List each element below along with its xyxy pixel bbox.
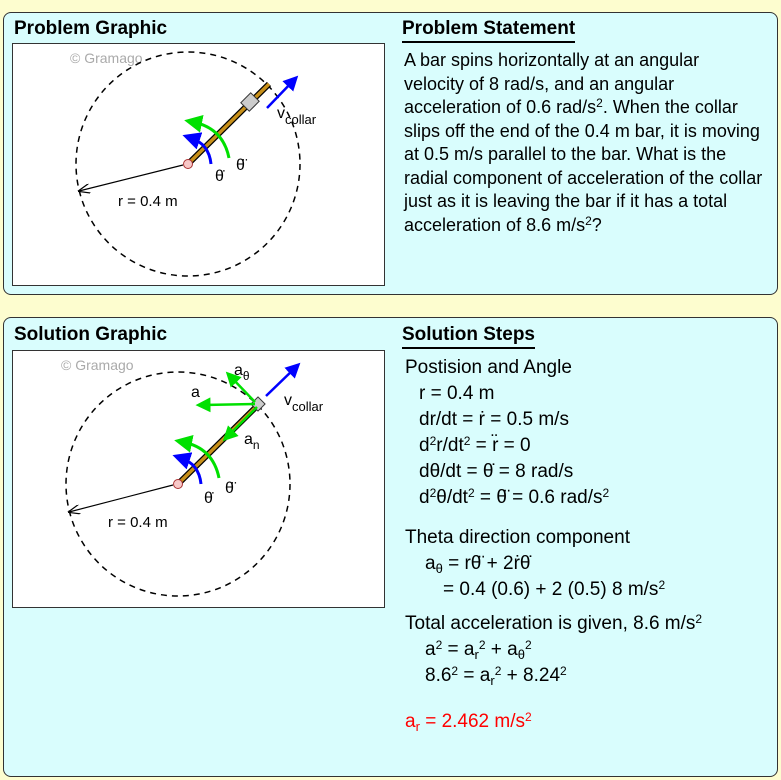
velocity-arrow [265, 362, 301, 397]
step-d2r: d2r/dt2 = r̈ = 0 [419, 434, 531, 456]
collar [240, 92, 260, 112]
section-total: Total acceleration is given, 8.6 m/s2 [405, 612, 703, 634]
a-n-label: an [244, 431, 260, 452]
section-theta: Theta direction component [405, 527, 630, 548]
pivot [183, 159, 193, 169]
solution-steps: Postision and Angle r = 0.4 m dr/dt = ṙ… [405, 355, 702, 735]
radius-arrow [79, 164, 184, 191]
problem-graphic: © Gramago r = 0.4 m vcollar θ̇ θ̈ [12, 43, 385, 286]
problem-statement-title: Problem Statement [402, 18, 576, 43]
section-position: Postision and Angle [405, 357, 572, 378]
a-label: a [191, 384, 200, 401]
radius-arrow [69, 484, 174, 512]
angular-acceleration-arrow [174, 434, 221, 479]
theta-acceleration-arrow [225, 371, 256, 403]
problem-statement: A bar spins horizontally at an angular v… [404, 50, 763, 235]
radius-label: r = 0.4 m [118, 193, 178, 210]
step-r: r = 0.4 m [419, 383, 495, 404]
theta-dot-label: θ̇ [204, 490, 214, 507]
angular-velocity-arrow [182, 132, 213, 165]
a-theta-label: aθ [234, 362, 250, 383]
step-atheta: aθ = rθ̈ + 2ṙθ̇ [425, 553, 531, 576]
step-dtheta: dθ/dt = θ̇ = 8 rad/s [419, 461, 574, 482]
radius-label: r = 0.4 m [108, 514, 168, 531]
normal-acceleration-arrow [222, 406, 258, 442]
angular-velocity-arrow [172, 452, 203, 485]
step-d2theta: d2θ/dt2 = θ̈ = 0.6 rad/s2 [419, 486, 610, 508]
total-acceleration-arrow [195, 397, 256, 413]
answer: ar = 2.462 m/s2 [405, 710, 532, 734]
watermark: © Gramago [61, 357, 134, 373]
solution-panel: Solution Graphic Solution Steps © Gramag… [3, 317, 778, 777]
solution-graphic-title: Solution Graphic [14, 324, 168, 345]
solution-diagram: © Gramago r = 0.4 m vcollar a aθ an θ̇ θ… [61, 357, 324, 597]
solution-steps-title: Solution Steps [402, 324, 535, 349]
problem-graphic-title: Problem Graphic [14, 18, 168, 39]
step-atheta-calc: = 0.4 (0.6) + 2 (0.5) 8 m/s2 [443, 578, 666, 600]
step-dr: dr/dt = ṙ = 0.5 m/s [419, 409, 569, 430]
velocity-arrow [266, 75, 299, 109]
problem-diagram: © Gramago r = 0.4 m vcollar θ̇ θ̈ [70, 50, 317, 277]
step-eq2: 8.62 = ar2 + 8.242 [425, 664, 567, 688]
pivot [173, 479, 183, 489]
theta-dot-label: θ̇ [215, 168, 225, 185]
path-circle [65, 371, 291, 597]
step-eq1: a2 = ar2 + aθ2 [425, 638, 532, 662]
theta-ddot-label: θ̈ [225, 480, 237, 497]
solution-graphic: © Gramago r = 0.4 m vcollar a aθ an θ̇ θ… [12, 350, 385, 608]
problem-panel: Problem Graphic Problem Statement © Gram… [3, 12, 778, 295]
path-circle [75, 51, 301, 277]
angular-acceleration-arrow [184, 114, 231, 159]
v-label: vcollar [284, 392, 324, 414]
watermark: © Gramago [70, 50, 143, 66]
v-label: vcollar [277, 105, 317, 127]
theta-ddot-label: θ̈ [236, 157, 248, 174]
